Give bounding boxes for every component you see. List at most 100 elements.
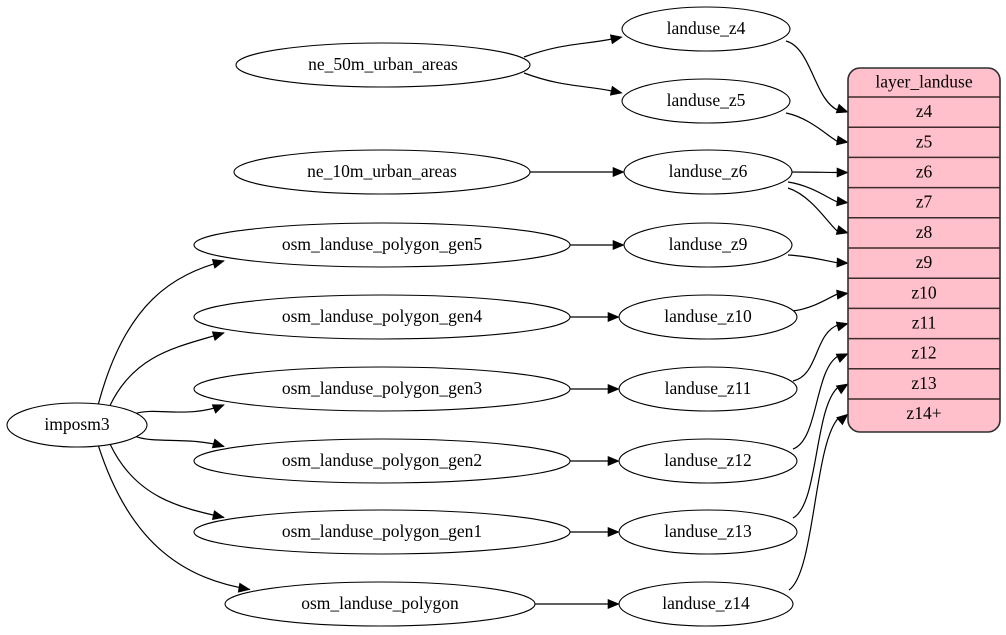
table-row[interactable]: z8: [916, 222, 933, 242]
edge-landuse_z12-to-row-z12: [792, 355, 840, 450]
node-landuse_z11[interactable]: landuse_z11: [618, 366, 798, 412]
edge-arrowhead: [835, 103, 849, 114]
node-landuse_z14[interactable]: landuse_z14: [618, 581, 794, 627]
table-row-label: z9: [916, 252, 933, 272]
node-landuse_z5[interactable]: landuse_z5: [621, 78, 791, 124]
node-osm_landuse_polygon_gen4[interactable]: osm_landuse_polygon_gen4: [193, 294, 571, 340]
node-ellipse: [618, 509, 798, 555]
node-label: landuse_z9: [669, 234, 748, 254]
edge-arrowhead: [835, 383, 849, 395]
edge-landuse_z13-to-row-z13: [792, 385, 840, 519]
node-ellipse: [193, 509, 571, 555]
node-label: osm_landuse_polygon_gen1: [282, 521, 482, 541]
table-row[interactable]: z14+: [906, 403, 941, 423]
table-row-label: z7: [916, 192, 933, 212]
node-label: ne_10m_urban_areas: [307, 161, 457, 181]
node-landuse_z13[interactable]: landuse_z13: [618, 509, 798, 555]
edge-arrowhead: [609, 85, 623, 96]
node-osm_landuse_polygon_gen1[interactable]: osm_landuse_polygon_gen1: [193, 509, 571, 555]
table-row-label: z12: [911, 343, 936, 363]
node-ellipse: [193, 366, 571, 412]
table-row[interactable]: z13: [911, 373, 937, 393]
node-landuse_z4[interactable]: landuse_z4: [621, 6, 791, 52]
edge-arrowhead: [237, 582, 251, 593]
table-row[interactable]: z9: [916, 252, 933, 272]
edge-arrowhead: [835, 321, 849, 332]
table-row-label: z10: [911, 282, 937, 302]
edge-imposm3-to-osm_landuse_polygon_gen3: [136, 404, 225, 414]
table-row-label: z5: [916, 131, 933, 151]
edge-landuse_z6-to-row-z8: [787, 187, 840, 233]
table-row[interactable]: z10: [911, 282, 937, 302]
edge-arrowhead: [836, 413, 849, 426]
table-row[interactable]: z12: [911, 343, 936, 363]
edge-landuse_z5-to-row-z5: [785, 112, 840, 143]
table-layer: layer_landuse z4 z5 z6 z7 z8 z9 z10 z11 z12 z13 z14…: [847, 67, 1001, 433]
node-label: landuse_z6: [669, 161, 748, 181]
node-label: landuse_z11: [665, 378, 752, 398]
edge-arrowhead: [211, 259, 225, 269]
node-label: osm_landuse_polygon_gen2: [282, 450, 482, 470]
node-osm_landuse_polygon_gen2[interactable]: osm_landuse_polygon_gen2: [193, 438, 571, 484]
table-row[interactable]: z4: [916, 101, 933, 121]
edge-landuse_z4-to-row-z4: [785, 40, 840, 112]
node-label: osm_landuse_polygon_gen3: [282, 378, 483, 398]
edges-layer: [97, 34, 849, 610]
node-ellipse: [235, 42, 531, 88]
node-landuse_z10[interactable]: landuse_z10: [618, 294, 798, 340]
edge-imposm3-to-osm_landuse_polygon_gen2: [136, 436, 225, 448]
node-label: imposm3: [44, 414, 109, 434]
edge-arrowhead: [211, 331, 225, 341]
table-row-label: z6: [916, 162, 933, 182]
table-row[interactable]: z7: [916, 192, 933, 212]
node-ellipse: [618, 294, 798, 340]
node-ellipse: [618, 438, 798, 484]
edge-landuse_z9-to-row-z9: [787, 254, 840, 264]
node-ellipse: [623, 222, 793, 268]
edge-landuse_z10-to-row-z10: [792, 292, 840, 312]
layer-landuse-table: layer_landuse z4 z5 z6 z7 z8 z9 z10 z11 z12 z13 z14…: [847, 67, 1001, 433]
node-landuse_z9[interactable]: landuse_z9: [623, 222, 793, 268]
table-row[interactable]: z5: [916, 131, 933, 151]
edge-landuse_z11-to-row-z11: [792, 324, 840, 382]
edge-arrowhead: [836, 167, 849, 178]
node-ellipse: [618, 366, 798, 412]
table-row-label: z13: [911, 373, 937, 393]
node-ellipse: [623, 149, 793, 195]
node-osm_landuse_polygon_gen5[interactable]: osm_landuse_polygon_gen5: [193, 222, 571, 268]
node-ne_50m_urban_areas[interactable]: ne_50m_urban_areas: [235, 42, 531, 88]
edge-imposm3-to-osm_landuse_polygon: [97, 445, 250, 591]
node-landuse_z6[interactable]: landuse_z6: [623, 149, 793, 195]
table-row-label: z4: [916, 101, 933, 121]
node-label: landuse_z4: [667, 18, 746, 38]
node-landuse_z12[interactable]: landuse_z12: [618, 438, 798, 484]
edge-arrowhead: [835, 225, 849, 235]
node-label: landuse_z14: [662, 593, 750, 613]
edge-arrowhead: [211, 510, 225, 520]
edge-arrowhead: [607, 455, 620, 467]
edge-landuse_z14-to-row-z14plus: [788, 417, 840, 591]
table-header-label: layer_landuse: [875, 72, 972, 92]
table-row[interactable]: z6: [916, 162, 933, 182]
edge-arrowhead: [607, 383, 620, 395]
node-imposm3[interactable]: imposm3: [6, 402, 148, 448]
node-ellipse: [618, 581, 794, 627]
table-row-label: z8: [916, 222, 933, 242]
node-ellipse: [621, 6, 791, 52]
node-osm_landuse_polygon[interactable]: osm_landuse_polygon: [224, 581, 536, 627]
table-row[interactable]: z11: [912, 313, 937, 333]
node-label: osm_landuse_polygon: [301, 593, 459, 613]
node-label: osm_landuse_polygon_gen5: [282, 234, 483, 254]
node-label: ne_50m_urban_areas: [308, 54, 458, 74]
edge-arrowhead: [211, 438, 225, 449]
edge-imposm3-to-osm_landuse_polygon_gen5: [97, 260, 225, 405]
node-ellipse: [193, 294, 571, 340]
table-row-label: z11: [912, 313, 937, 333]
edge-arrowhead: [835, 353, 849, 363]
node-ne_10m_urban_areas[interactable]: ne_10m_urban_areas: [233, 149, 531, 195]
node-osm_landuse_polygon_gen3[interactable]: osm_landuse_polygon_gen3: [193, 366, 571, 412]
node-ellipse: [193, 222, 571, 268]
node-ellipse: [233, 149, 531, 195]
edge-arrowhead: [211, 404, 225, 414]
